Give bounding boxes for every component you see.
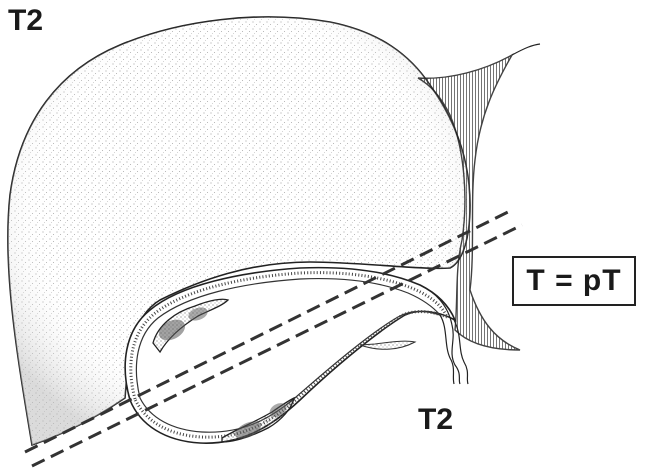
gallbladder-illustration [125, 268, 468, 444]
staging-formula-box: T = pT [512, 256, 636, 306]
stage-label-top: T2 [8, 4, 43, 38]
stage-label-bottom: T2 [418, 403, 453, 437]
